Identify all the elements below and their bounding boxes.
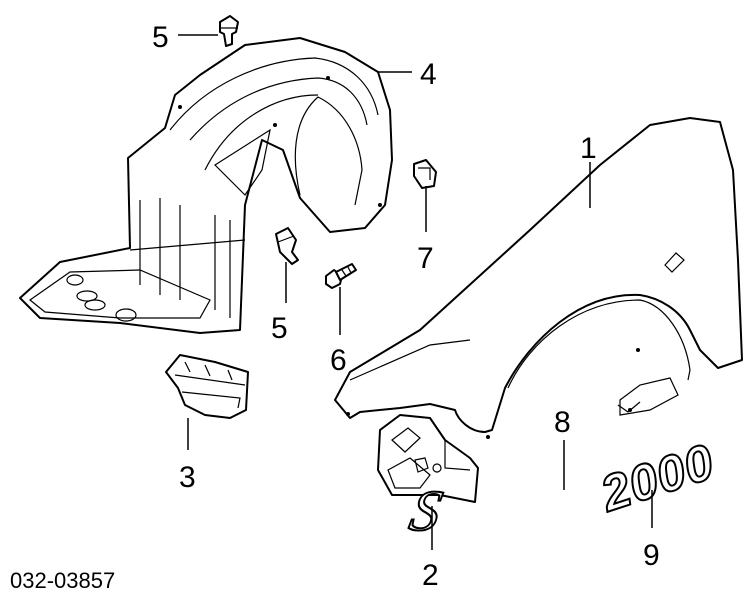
callout-2: 2 — [422, 559, 439, 592]
callout-6: 6 — [330, 344, 347, 377]
callout-5-mid: 5 — [271, 312, 288, 345]
callout-1: 1 — [580, 132, 597, 165]
bolt-icon[interactable] — [325, 263, 357, 289]
front-fender[interactable] — [334, 117, 743, 439]
callout-5-top: 5 — [152, 21, 169, 54]
inner-fender-liner[interactable] — [19, 37, 393, 334]
emblem-2000[interactable]: 2000 — [592, 432, 722, 523]
callout-8: 8 — [554, 406, 571, 439]
fender-bracket[interactable] — [377, 414, 479, 503]
diagram-code: 032-03857 — [10, 568, 115, 593]
leader-lines — [178, 34, 653, 550]
mud-guard[interactable] — [165, 354, 249, 419]
callout-3: 3 — [179, 461, 196, 494]
nut-clip-icon[interactable] — [413, 159, 437, 189]
callout-9: 9 — [643, 539, 660, 572]
callouts: 5 4 1 7 5 6 3 8 9 2 — [152, 21, 660, 592]
callout-4: 4 — [420, 58, 437, 91]
clip-top-icon[interactable] — [219, 15, 239, 47]
clip-middle-icon[interactable] — [275, 227, 299, 265]
emblem-2000-text: 2000 — [593, 433, 721, 522]
callout-7: 7 — [417, 242, 434, 275]
